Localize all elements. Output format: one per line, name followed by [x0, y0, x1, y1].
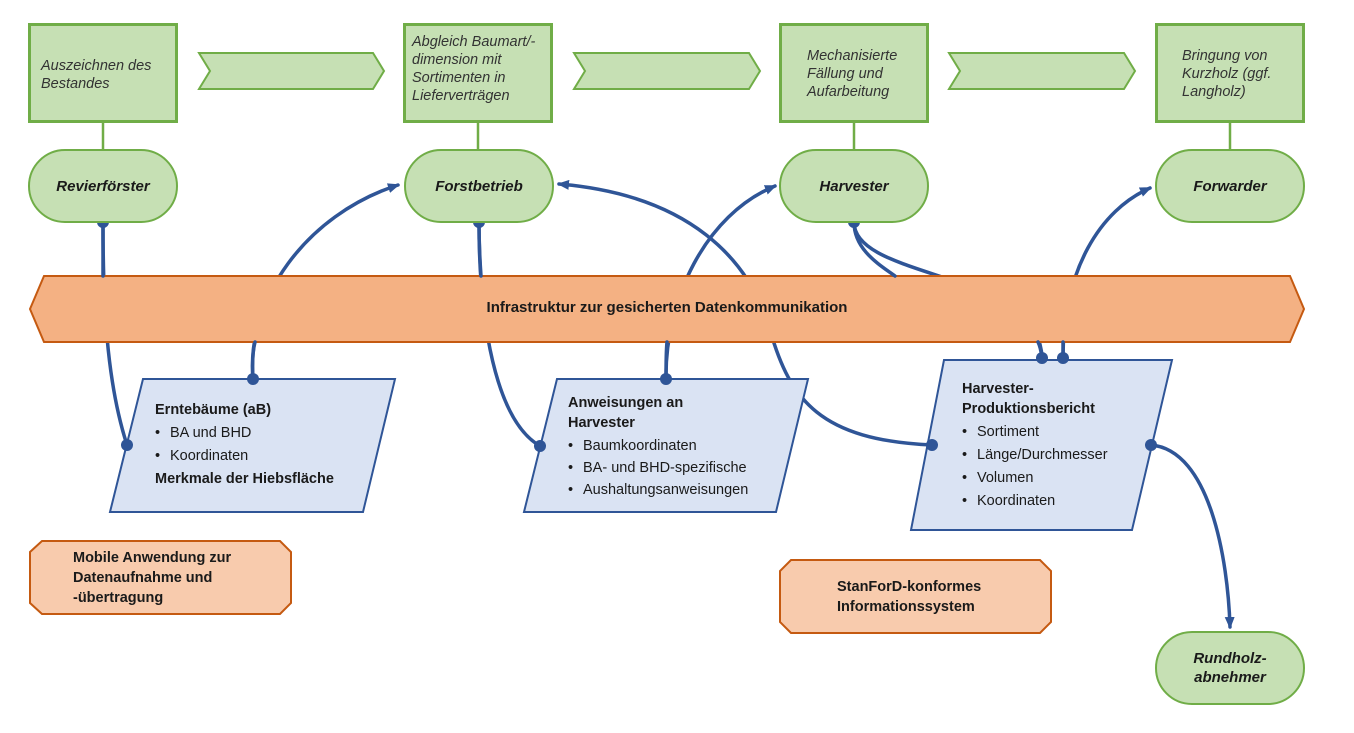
chevron-arrow-1 [197, 52, 386, 90]
list-item: Baumkoordinaten [568, 435, 748, 457]
actor-forstbetrieb-label: Forstbetrieb [435, 177, 523, 195]
tool-stanford-line: StanForD-konformes [837, 579, 982, 595]
tool-stanford-shape [779, 559, 1052, 634]
tool-mobile-line: Mobile Anwendung zur [73, 550, 232, 566]
dot-bericht-right [1145, 439, 1157, 451]
dot-anweisungen-left [534, 440, 546, 452]
actor-forwarder: Forwarder [1155, 149, 1305, 223]
tool-stanford-line: Informationssystem [837, 599, 975, 615]
process-step-4: Bringung von Kurzholz (ggf. Langholz) [1155, 23, 1305, 123]
list-item: Volumen [962, 467, 1108, 490]
data-object-erntebaeume: Erntebäume (aB) BA und BHD Koordinaten M… [155, 399, 334, 491]
data-object-produktionsbericht: Harvester- Produktionsbericht Sortiment … [962, 379, 1108, 513]
dot-erntebaeume-top [247, 373, 259, 385]
actor-harvester-label: Harvester [819, 177, 889, 195]
dot-erntebaeume-left [121, 439, 133, 451]
actor-rundholzabnehmer: Rundholz- abnehmer [1155, 631, 1305, 705]
dot-bericht-top-1 [1036, 352, 1048, 364]
dot-bericht-top-2 [1057, 352, 1069, 364]
process-step-1: Auszeichnen des Bestandes [28, 23, 178, 123]
tool-mobile-shape [29, 540, 292, 615]
data-object-anweisungen-title: Harvester [568, 415, 635, 431]
actor-revierfoerster: Revierförster [28, 149, 178, 223]
process-step-4-line: Kurzholz (ggf. [1182, 66, 1272, 82]
process-step-4-line: Langholz) [1182, 84, 1246, 100]
dot-bericht-left [926, 439, 938, 451]
connector-bericht-rundholz [1149, 443, 1235, 629]
tool-mobile-line: -übertragung [73, 590, 164, 606]
data-object-produktionsbericht-title: Harvester- [962, 381, 1034, 397]
list-item: Länge/Durchmesser [962, 444, 1108, 467]
list-item: Sortiment [962, 421, 1108, 444]
connector-forstbetrieb-anweisungen-over [477, 220, 483, 278]
dot-anweisungen-top [660, 373, 672, 385]
infrastructure-band [28, 275, 1306, 343]
data-object-erntebaeume-list: BA und BHD Koordinaten [155, 422, 334, 468]
process-step-2-line: dimension mit [412, 52, 502, 68]
data-object-produktionsbericht-list: Sortiment Länge/Durchmesser Volumen Koor… [962, 421, 1108, 513]
data-object-produktionsbericht-title: Produktionsbericht [962, 401, 1095, 417]
list-item: BA- und BHD-spezifische [568, 457, 748, 479]
process-step-1-line: Auszeichnen des [41, 58, 152, 74]
data-object-erntebaeume-footer: Merkmale der Hiebsfläche [155, 471, 334, 487]
data-object-anweisungen: Anweisungen an Harvester Baumkoordinaten… [568, 393, 748, 501]
actor-rundholzabnehmer-line: abnehmer [1194, 669, 1266, 686]
chevron-arrow-3 [947, 52, 1137, 90]
process-step-4-line: Bringung von [1182, 48, 1268, 64]
process-step-3-line: Aufarbeitung [807, 84, 890, 100]
list-item: Koordinaten [962, 490, 1108, 513]
process-step-2-line: Abgleich Baumart/- [412, 34, 536, 50]
connector-harvester-bericht-over [852, 220, 897, 278]
actor-harvester: Harvester [779, 149, 929, 223]
infrastructure-label: Infrastruktur zur gesicherten Datenkommu… [486, 299, 848, 316]
process-step-1-line: Bestandes [41, 76, 110, 92]
tool-stanford-system: StanForD-konformes Informationssystem [837, 577, 981, 617]
tool-mobile-line: Datenaufnahme und [73, 570, 213, 586]
actor-forwarder-label: Forwarder [1193, 177, 1267, 195]
process-step-2-line: Sortimenten in [412, 70, 506, 86]
process-step-2: Abgleich Baumart/- dimension mit Sortime… [403, 23, 553, 123]
process-step-2-line: Lieferverträgen [412, 88, 510, 104]
data-object-anweisungen-title: Anweisungen an [568, 395, 684, 411]
data-object-erntebaeume-title: Erntebäume (aB) [155, 402, 272, 418]
process-step-3-line: Fällung und [807, 66, 883, 82]
process-step-3-line: Mechanisierte [807, 48, 898, 64]
actor-forstbetrieb: Forstbetrieb [404, 149, 554, 223]
list-item: Koordinaten [155, 445, 334, 468]
list-item-continuation: Aushaltungsanweisungen [568, 479, 748, 501]
list-item: BA und BHD [155, 422, 334, 445]
chevron-arrow-2 [572, 52, 762, 90]
data-object-anweisungen-list: Baumkoordinaten BA- und BHD-spezifische … [568, 435, 748, 501]
process-step-3: Mechanisierte Fällung und Aufarbeitung [779, 23, 929, 123]
actor-rundholzabnehmer-line: Rundholz- [1193, 650, 1267, 667]
actor-revierfoerster-label: Revierförster [56, 177, 150, 195]
actor-rundholzabnehmer-label: Rundholz- abnehmer [1193, 649, 1266, 687]
tool-mobile-anwendung: Mobile Anwendung zur Datenaufnahme und -… [73, 548, 231, 608]
